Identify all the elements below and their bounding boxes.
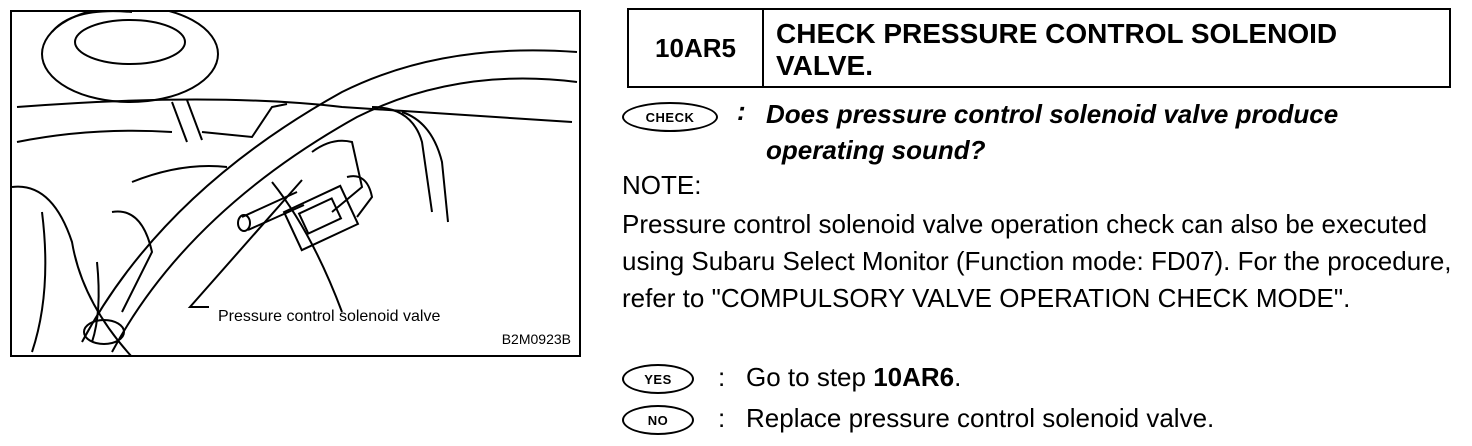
step-title: CHECK PRESSURE CONTROL SOLENOID VALVE. — [776, 18, 1338, 81]
yes-colon: : — [718, 362, 726, 392]
check-question: Does pressure control solenoid valve pro… — [766, 99, 1339, 165]
no-badge: NO — [622, 405, 694, 435]
step-id: 10AR5 — [629, 10, 764, 86]
solenoid-illustration: Pressure control solenoid valve B2M0923B — [10, 10, 581, 357]
figure-code: B2M0923B — [501, 331, 571, 347]
yes-answer-suffix: . — [954, 362, 962, 392]
note-label: NOTE: — [622, 170, 702, 200]
step-header: 10AR5 CHECK PRESSURE CONTROL SOLENOID VA… — [627, 8, 1451, 88]
no-answer: Replace pressure control solenoid valve. — [746, 403, 1215, 433]
no-colon: : — [718, 403, 726, 433]
yes-answer-prefix: Go to step — [746, 362, 874, 392]
check-badge: CHECK — [622, 102, 718, 132]
yes-answer: Go to step 10AR6. — [746, 362, 961, 393]
note-text: Pressure control solenoid valve operatio… — [622, 209, 1452, 313]
yes-target-step-link[interactable]: 10AR6 — [873, 362, 955, 392]
callout-label: Pressure control solenoid valve — [218, 308, 441, 325]
engine-bay-drawing — [12, 12, 578, 355]
check-colon: : — [737, 96, 746, 126]
yes-badge: YES — [622, 364, 694, 394]
